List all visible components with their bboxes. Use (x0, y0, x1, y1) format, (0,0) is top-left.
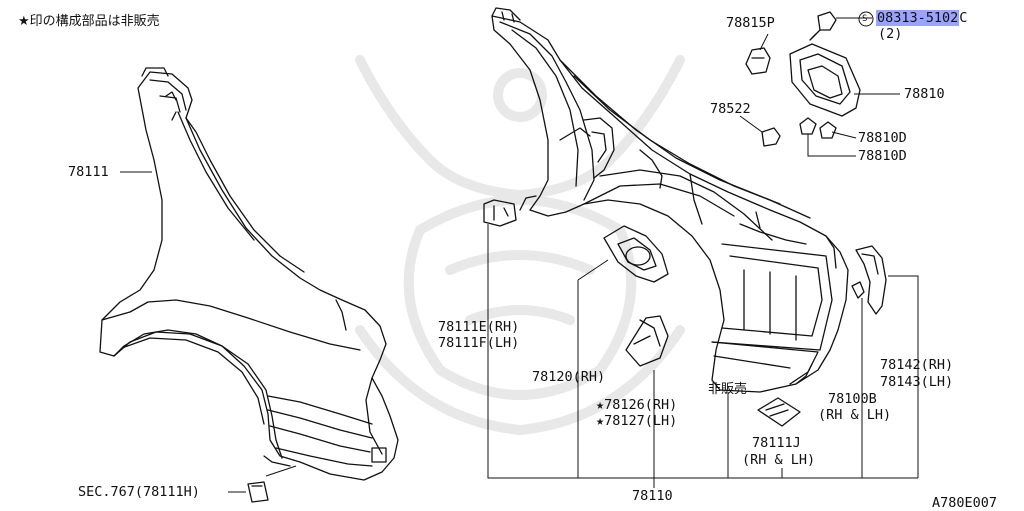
part-label-78815P[interactable]: 78815P (726, 15, 775, 31)
part-label-78100B-side: (RH & LH) (818, 407, 892, 423)
line-art (100, 8, 886, 502)
bolt-08313 (810, 12, 836, 40)
part-label-78810D-a[interactable]: 78810D (858, 130, 907, 146)
s-symbol: S (862, 14, 868, 24)
part-label-78126[interactable]: ★78126(RH) (596, 397, 678, 413)
part-label-78120[interactable]: 78120(RH) (532, 369, 606, 385)
bumper-78810D (800, 118, 836, 138)
part-label-sec767[interactable]: SEC.767(78111H) (78, 484, 200, 500)
part-label-78111[interactable]: 78111 (68, 164, 109, 180)
clip-78815P (746, 48, 770, 74)
brace-78126 (626, 316, 668, 366)
extension-78142 (856, 246, 886, 314)
clip-78100B (852, 282, 864, 298)
s-symbol-circle (859, 12, 873, 26)
patch-78111J (758, 398, 800, 426)
inner-panel-78110 (492, 8, 848, 392)
leader-lines (120, 18, 918, 492)
part-label-78143[interactable]: 78143(LH) (880, 374, 954, 390)
bolt-part-number-suffix: C (959, 10, 968, 26)
housing-78810 (790, 44, 860, 116)
watermark-emblem (360, 60, 680, 430)
header-note: ★印の構成部品は非販売 (18, 14, 160, 29)
part-label-78810D-b[interactable]: 78810D (858, 148, 907, 164)
fender-panel-78111 (100, 68, 398, 502)
bolt-part-number-highlight: 08313-5102 (876, 10, 960, 26)
bracket-78111E (484, 200, 516, 226)
part-label-78111J[interactable]: 78111J (752, 435, 801, 451)
part-label-78810[interactable]: 78810 (904, 86, 945, 102)
bolt-part-number[interactable]: 08313-5102C (876, 10, 968, 26)
bolt-quantity: (2) (878, 26, 903, 42)
part-label-78142[interactable]: 78142(RH) (880, 357, 954, 373)
diagram-code: A780E007 (932, 495, 998, 511)
part-label-78522[interactable]: 78522 (710, 101, 751, 117)
part-label-78111F[interactable]: 78111F(LH) (438, 335, 520, 351)
pad-78522 (762, 128, 780, 146)
part-label-78127[interactable]: ★78127(LH) (596, 413, 678, 429)
part-label-78110[interactable]: 78110 (632, 488, 673, 504)
part-label-78111E[interactable]: 78111E(RH) (438, 319, 520, 335)
panel-78120 (604, 226, 668, 282)
part-label-78111J-side: (RH & LH) (742, 452, 816, 468)
not-for-sale-note: 非販売 (708, 382, 748, 397)
part-label-78100B[interactable]: 78100B (828, 391, 877, 407)
